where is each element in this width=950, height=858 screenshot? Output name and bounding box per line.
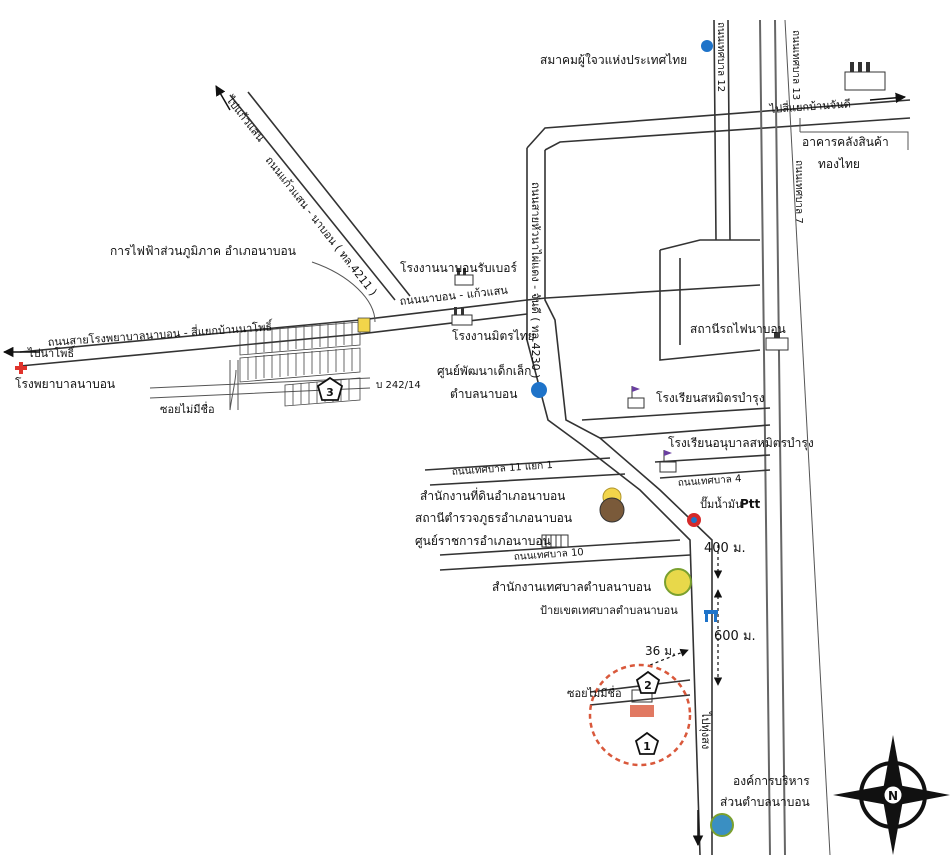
station-block-road	[659, 239, 761, 361]
muni11-road	[424, 457, 626, 486]
muni11-label: ถนนเทศบาล 11 แยก 1	[451, 460, 553, 478]
compass-north-label: N	[888, 789, 898, 803]
marker-3-label: 3	[326, 386, 334, 399]
land-office-label: สำนักงานที่ดินอำเภอนาบอน	[420, 487, 565, 503]
school-label: โรงเรียนสหมิตรบำรุง	[656, 391, 765, 406]
hospital-road	[19, 284, 761, 367]
highway-4230-label: ถนนสายหัวนาไผ่แดง - จันดี ( ทล.4230 )	[529, 182, 542, 378]
ptt-brand-label: Ptt	[740, 497, 761, 511]
municipal-seal-icon	[664, 568, 692, 596]
marker-1-label: 1	[643, 740, 651, 753]
muni4-label: ถนนเทศบาล 4	[677, 474, 741, 489]
electricity-label: การไฟฟ้าส่วนภูมิภาค อำเภอนาบอน	[110, 244, 296, 259]
district-center-icon	[541, 534, 569, 548]
municipal-sign-label: ป้ายเขตเทศบาลตำบลนาบอน	[540, 604, 678, 617]
warehouse-label-1: อาคารคลังสินค้า	[802, 135, 889, 149]
address-leader-line	[229, 369, 237, 411]
child-center-icon	[531, 382, 547, 398]
train-station-label: สถานีรถไฟนาบอน	[690, 322, 786, 336]
electricity-leader-line	[311, 261, 376, 323]
rubber-factory-label: โรงงานนาบอนรับเบอร์	[400, 261, 518, 275]
train-station-icon	[765, 332, 789, 351]
mitrthai-factory-icon	[451, 307, 473, 326]
north-compass-icon: N	[833, 735, 950, 855]
alley-242-label: ซอยไม่มีชื่อ	[160, 401, 215, 416]
to-chandi-label: ไปสี่แยกบ้านจันดี	[768, 95, 851, 116]
marker-3[interactable]: 3	[316, 376, 344, 401]
muni10-label: ถนนเทศบาล 10	[513, 547, 584, 563]
municipal-sign-icon	[704, 610, 718, 622]
to-napho-label: ไปนาโพธิ์	[27, 345, 76, 360]
marker-2-label: 2	[644, 679, 652, 692]
muni4-road	[654, 454, 771, 479]
hospital-cross-icon	[15, 362, 27, 374]
muni12-road	[713, 19, 731, 241]
school-flag-icon	[627, 386, 645, 409]
municipal-office-label: สำนักงานเทศบาลตำบลนาบอน	[492, 580, 651, 594]
address-242-label: บ 242/14	[376, 380, 421, 391]
north-connector-road	[526, 99, 911, 151]
distance-600-label: 600 ม.	[714, 629, 756, 644]
rubber-assoc-pin-icon	[701, 40, 713, 52]
warehouse-icon	[844, 62, 886, 91]
child-center-label-2: ตำบลนาบอน	[450, 387, 517, 401]
tao-seal-icon	[710, 813, 734, 837]
to-kaewsaen-label: ไปแก้วแสน	[223, 93, 267, 145]
tao-label-1: องค์การบริหาร	[733, 774, 810, 788]
distance-36-label: 36 ม.	[645, 644, 676, 658]
marker-1[interactable]: 1	[634, 731, 660, 755]
mitrthai-factory-label: โรงงานมิตรไทย	[452, 329, 535, 343]
ptt-label: ปั๊มน้ำมัน	[700, 496, 743, 511]
warehouse-box	[799, 118, 909, 150]
hospital-label: โรงพยาบาลนาบอน	[15, 377, 115, 391]
police-seal-icon	[599, 497, 625, 523]
marker-2[interactable]: 2	[635, 670, 661, 694]
muni12-label: ถนนเทศบาล 12	[715, 22, 726, 92]
railway-line	[759, 19, 786, 856]
rubber-factory-icon	[454, 268, 474, 286]
muni13-label: ถนนเทศบาล 13	[790, 30, 801, 100]
muni7-label: ถนนเทศบาล 7	[793, 160, 804, 224]
site-highlight-circle	[588, 663, 692, 767]
rubber-assoc-label: สมาคมผู้ใจวแห่งประเทศไทย	[540, 53, 687, 68]
alley-242-road	[149, 360, 371, 410]
site-alley-label: ซอยไม่มีชื่อ	[567, 685, 622, 700]
kindergarten-flag-icon	[659, 450, 677, 473]
highway-4230-road	[526, 148, 713, 856]
to-thungsong-label: ไปทุ่งสง	[699, 711, 712, 749]
ptt-icon	[687, 513, 701, 527]
kaewsaen-nabon-label: ถนนแก้วแสน - นาบอน ( ทล.4211 )	[263, 154, 380, 299]
to-kaewsaen-arrow	[215, 85, 231, 111]
distance-400-label: 400 ม.	[704, 541, 746, 556]
school-road	[581, 407, 771, 439]
kindergarten-label: โรงเรียนอนุบาลสหมิตรบำรุง	[668, 436, 814, 451]
kaewsaen-diagonal-road	[229, 91, 411, 301]
tao-label-2: ส่วนตำบลนาบอน	[720, 795, 810, 809]
police-station-label: สถานีตำรวจภูธรอำเภอนาบอน	[415, 511, 572, 526]
distance-36-arrow	[649, 648, 689, 666]
district-center-label: ศูนย์ราชการอำเภอนาบอน	[415, 534, 551, 549]
child-center-label-1: ศูนย์พัฒนาเด็กเล็ก	[437, 363, 531, 379]
site-building	[630, 705, 654, 717]
muni13-road	[784, 19, 831, 856]
to-chandi-arrow	[869, 92, 907, 104]
warehouse-label-2: ทองไทย	[818, 157, 860, 171]
electricity-icon	[357, 317, 371, 333]
